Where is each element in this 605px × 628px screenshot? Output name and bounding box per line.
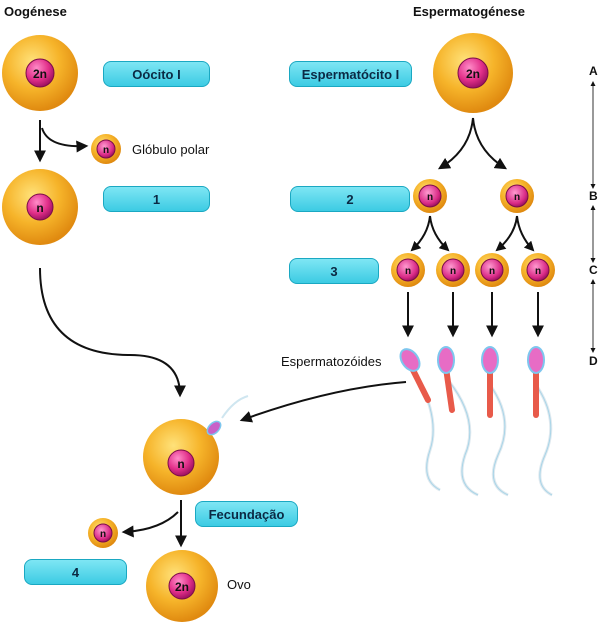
axis-letter-a: A	[589, 64, 598, 78]
second-polar-body-cell: n	[88, 518, 118, 548]
cell-label-n: n	[489, 266, 495, 277]
sperm-cell	[481, 346, 509, 497]
cell-label-2n: 2n	[33, 67, 47, 81]
cell-label-n: n	[405, 266, 411, 277]
arrow-sperm-to-egg	[239, 381, 407, 423]
spermatid-cell: n	[391, 253, 425, 287]
egg-label: Ovo	[227, 577, 251, 592]
polar-body-label: Glóbulo polar	[132, 142, 210, 157]
oocyte-I-cell: 2n	[2, 35, 78, 111]
cell-label-n: n	[535, 266, 541, 277]
polar-body-cell: n	[91, 134, 121, 164]
arrow-split	[410, 215, 431, 252]
arrow-split	[429, 215, 450, 252]
spermatocyte-I-cell: 2n	[433, 33, 513, 113]
arrow-split	[495, 215, 518, 252]
spermatozoa-label: Espermatozóides	[281, 354, 382, 369]
arrow-to-fertilization	[39, 267, 186, 398]
blank-label-3: 3	[289, 258, 379, 284]
sperm-cell	[437, 346, 479, 497]
spermatogenesis-title: Espermatogénese	[413, 4, 525, 19]
arrow-split-right	[472, 117, 508, 170]
cell-label-n: n	[103, 145, 109, 156]
zygote-cell: 2n	[146, 550, 218, 622]
cell-label-n: n	[100, 529, 106, 540]
oocyte-I-label: Oócito I	[103, 61, 210, 87]
spermatid-cell: n	[436, 253, 470, 287]
secondary-spermatocyte-cell: n	[413, 179, 447, 213]
cell-label-n: n	[177, 457, 184, 471]
cell-label-n: n	[36, 201, 43, 215]
spermatid-cell: n	[521, 253, 555, 287]
arrow-split-left	[437, 117, 474, 170]
fertilized-egg-cell: n	[143, 395, 249, 495]
fertilization-label: Fecundação	[195, 501, 298, 527]
cell-label-2n: 2n	[175, 580, 189, 594]
sperm-cell	[399, 348, 441, 492]
axis-letter-c: C	[589, 263, 598, 277]
cell-label-n: n	[427, 192, 433, 203]
arrow-to-second-polar-body	[121, 511, 179, 538]
spermatid-cell: n	[475, 253, 509, 287]
sperm-cell	[527, 346, 553, 497]
secondary-spermatocyte-cell: n	[500, 179, 534, 213]
oogenesis-title: Oogénese	[4, 4, 67, 19]
cell-label-n: n	[514, 192, 520, 203]
axis-letter-d: D	[589, 354, 598, 368]
blank-label-4: 4	[24, 559, 127, 585]
secondary-oocyte-cell: n	[2, 169, 78, 245]
blank-label-1: 1	[103, 186, 210, 212]
arrow-to-polar-body	[41, 127, 89, 153]
cell-label-n: n	[450, 266, 456, 277]
blank-label-2: 2	[290, 186, 410, 212]
axis-letter-b: B	[589, 189, 598, 203]
spermatocyte-I-label: Espermatócito I	[289, 61, 412, 87]
cell-label-2n: 2n	[466, 67, 480, 81]
arrow-split	[516, 215, 535, 252]
